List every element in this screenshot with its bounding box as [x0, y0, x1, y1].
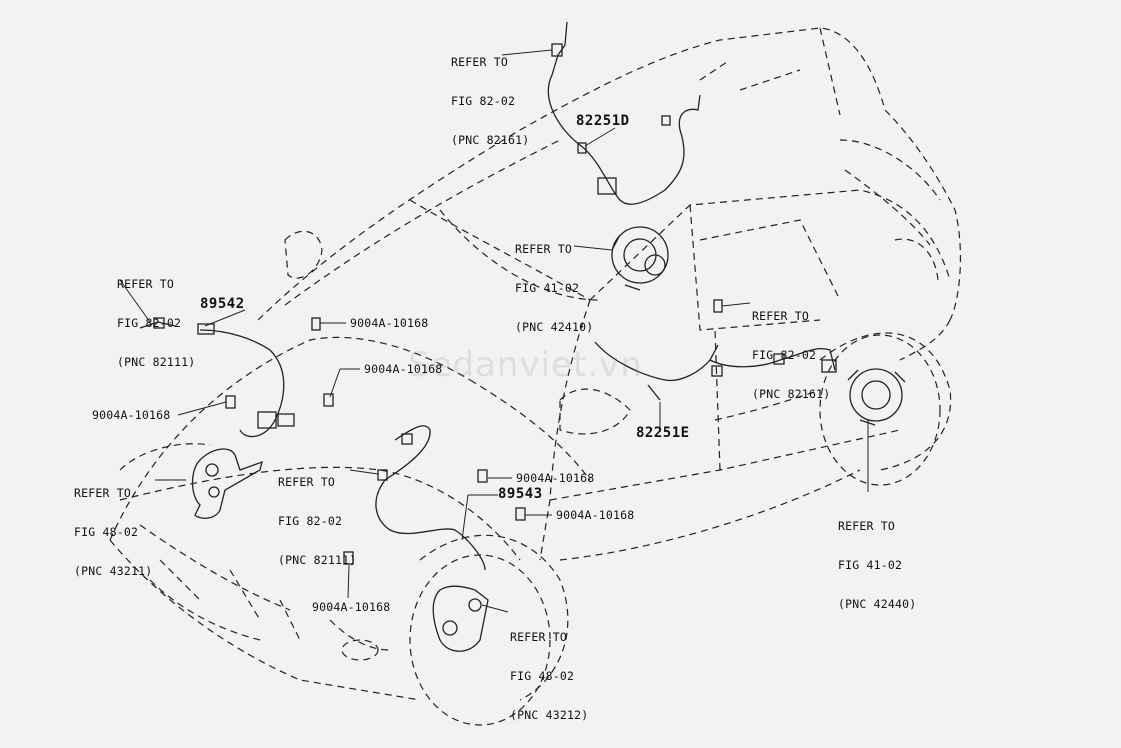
bolt-label: 9004A-10168 [516, 471, 595, 485]
bolt-label: 9004A-10168 [312, 600, 391, 614]
ref-callout-knuckle-right: REFER TO FIG 48-02 (PNC 43212) [510, 605, 588, 748]
bolt-label: 9004A-10168 [350, 316, 429, 330]
ref-line: (PNC 42410) [515, 320, 594, 334]
ref-line: FIG 41-02 [515, 281, 580, 295]
ref-callout-right-sensor: REFER TO FIG 82-02 (PNC 82161) [752, 284, 830, 427]
part-number-82251e: 82251E [636, 425, 690, 441]
ref-line: (PNC 42440) [838, 597, 917, 611]
ref-line: REFER TO [515, 242, 572, 256]
ref-callout-hub-rear-left: REFER TO FIG 41-02 (PNC 42410) [515, 217, 593, 360]
ref-callout-hub-rear-right: REFER TO FIG 41-02 (PNC 42440) [838, 494, 916, 637]
ref-line: (PNC 82111) [117, 355, 196, 369]
ref-callout-center-sensor: REFER TO FIG 82-02 (PNC 82111) [278, 450, 356, 593]
ref-line: (PNC 43212) [510, 708, 589, 722]
ref-line: (PNC 82161) [451, 133, 530, 147]
ref-callout-knuckle-left: REFER TO FIG 48-02 (PNC 43211) [74, 461, 152, 604]
ref-line: REFER TO [752, 309, 809, 323]
ref-line: FIG 82-02 [752, 348, 817, 362]
ref-line: REFER TO [278, 475, 335, 489]
ref-line: FIG 82-02 [451, 94, 516, 108]
abs-wiring-and-components [139, 21, 906, 652]
ref-line: REFER TO [451, 55, 508, 69]
ref-line: REFER TO [838, 519, 895, 533]
leader-lines [119, 49, 869, 613]
bolt-label: 9004A-10168 [556, 508, 635, 522]
ref-line: FIG 48-02 [510, 669, 575, 683]
ref-line: FIG 41-02 [838, 558, 903, 572]
ref-line: (PNC 43211) [74, 564, 153, 578]
ref-callout-left-sensor: REFER TO FIG 82-02 (PNC 82111) [117, 252, 195, 395]
ref-line: FIG 82-02 [278, 514, 343, 528]
ref-line: FIG 48-02 [74, 525, 139, 539]
vehicle-body-outline [109, 27, 962, 726]
part-number-82251d: 82251D [576, 113, 630, 129]
part-number-89543: 89543 [498, 486, 543, 502]
parts-diagram: Sedanviet.vn 82251D 89542 82251E 89543 R… [74, 21, 962, 726]
ref-callout-top: REFER TO FIG 82-02 (PNC 82161) [451, 30, 529, 173]
bolt-label: 9004A-10168 [92, 408, 171, 422]
ref-line: REFER TO [117, 277, 174, 291]
watermark: Sedanviet.vn [408, 345, 643, 385]
vehicle-outline-drawing [109, 21, 962, 726]
ref-line: REFER TO [510, 630, 567, 644]
ref-line: (PNC 82111) [278, 553, 357, 567]
ref-line: FIG 82-02 [117, 316, 182, 330]
ref-line: REFER TO [74, 486, 131, 500]
ref-line: (PNC 82161) [752, 387, 831, 401]
bolt-label: 9004A-10168 [364, 362, 443, 376]
part-number-89542: 89542 [200, 296, 245, 312]
